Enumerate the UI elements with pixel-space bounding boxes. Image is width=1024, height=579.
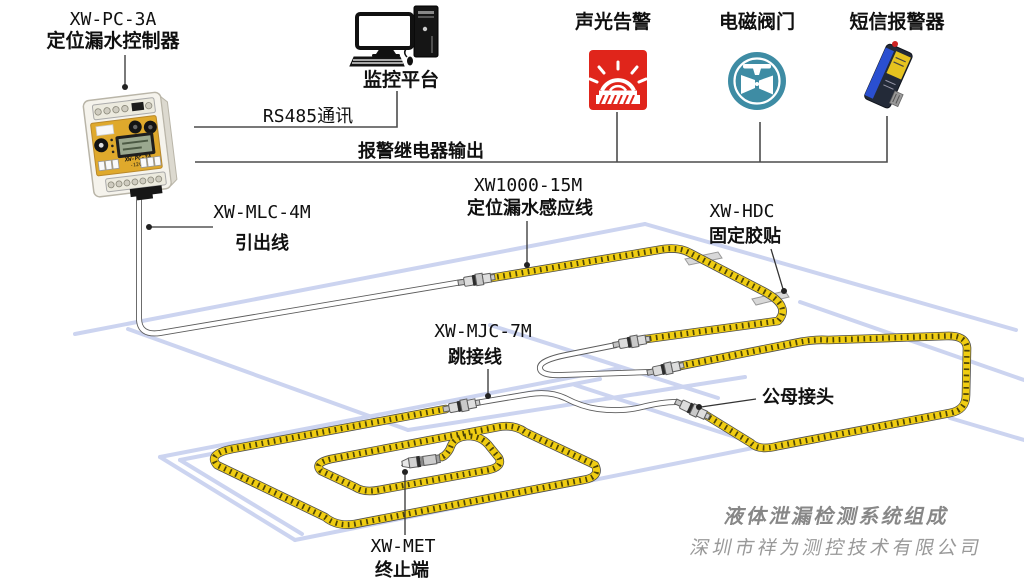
terminator-name-label: 终止端 [375,559,429,579]
controller-model-label: XW-PC-3A [70,9,157,30]
controller-name-label: 定位漏水控制器 [46,29,180,52]
sensing-cable-model-label: XW1000-15M [474,175,583,196]
sensing-cable-name-label: 定位漏水感应线 [467,197,593,219]
cable-connector-a [456,270,497,290]
connector-pair-label: 公母接头 [762,386,834,408]
fixing-pad-name-label: 固定胶贴 [709,225,781,247]
leadout-cable [136,189,465,337]
sensing-cable-loop-top [491,249,783,339]
jumper-name-label: 跳接线 [448,346,502,368]
terminator-model-label: XW-MET [370,536,435,557]
controller-device: XW-PC-3A -12VDC [82,91,178,201]
footer-company: 深圳市祥为测控技术有限公司 [688,536,985,559]
fixing-pad-model-label: XW-HDC [709,201,774,222]
terminator-plug [399,452,442,471]
leadout-model-label: XW-MLC-4M [213,202,311,223]
relay-output-label: 报警继电器输出 [358,140,484,162]
jumper-cable-lower [473,390,679,414]
sms-alarm-label: 短信报警器 [849,10,945,33]
computer-tower-icon [413,5,439,58]
solenoid-valve-icon [728,52,786,110]
device-power-text: -12VDC [130,161,148,169]
monitor-icon [349,12,414,67]
sound-light-alarm-label: 声光告警 [574,10,651,33]
rs485-label: RS485通讯 [263,106,353,127]
device-model-text: XW-PC-3A [124,154,152,163]
connection-lines [194,91,888,163]
solenoid-valve-label: 电磁阀门 [719,10,795,33]
leadout-name-label: 引出线 [235,232,289,254]
jumper-cable-upper [537,342,653,379]
sound-light-alarm-icon [588,50,648,110]
jumper-model-label: XW-MJC-7M [434,321,532,342]
leader-lines [122,55,787,535]
footer-title: 液体泄漏检测系统组成 [722,504,952,528]
sms-alarm-icon [864,41,913,109]
cable-connector-b [611,332,652,352]
monitor-platform-label: 监控平台 [363,68,439,91]
